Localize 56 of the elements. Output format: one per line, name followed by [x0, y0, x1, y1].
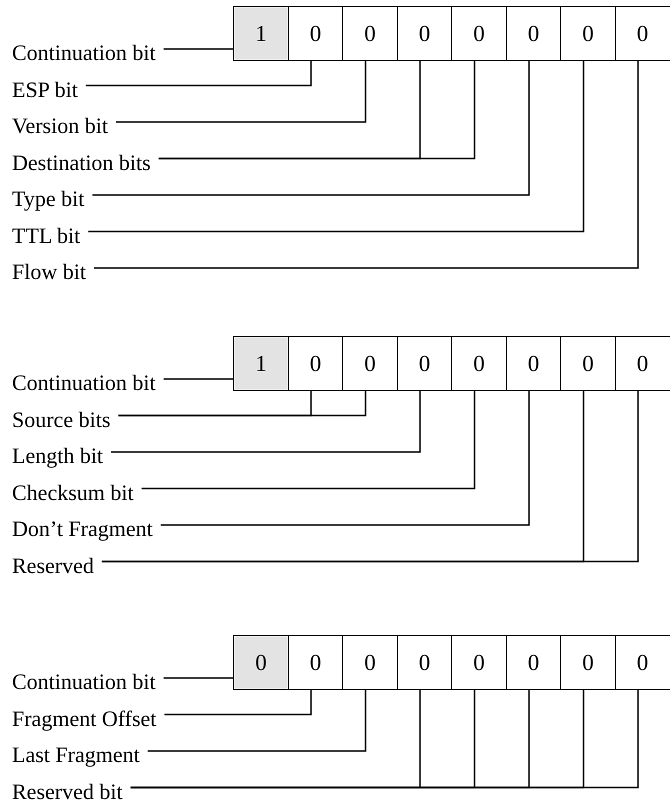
field-label: Reserved: [12, 552, 94, 578]
leader-line: [142, 391, 476, 490]
leader-line: [111, 391, 421, 453]
field-label: Fragment Offset: [12, 706, 156, 732]
bit-cell: 0: [451, 336, 507, 391]
bit-cell: 0: [288, 336, 344, 391]
field-label: Last Fragment: [12, 742, 140, 768]
bit-cell: 0: [396, 635, 452, 690]
field-label: Version bit: [12, 113, 108, 139]
leader-line: [92, 61, 530, 196]
leader-line: [86, 61, 312, 86]
bit-cell: 0: [233, 635, 289, 690]
field-label: Reserved bit: [12, 778, 123, 804]
bit-cell: 0: [560, 336, 616, 391]
leader-line: [94, 61, 639, 269]
bit-cell: 1: [233, 6, 289, 61]
field-label: ESP bit: [12, 76, 78, 102]
bit-cell: 0: [506, 635, 562, 690]
bit-cell: 0: [451, 6, 507, 61]
leader-line: [148, 690, 366, 752]
bit-cell: 0: [506, 336, 562, 391]
leader-line: [164, 677, 233, 679]
field-label: Checksum bit: [12, 480, 134, 506]
bit-cell: 0: [288, 6, 344, 61]
leader-line: [118, 391, 366, 416]
leader-line: [88, 61, 584, 232]
bit-cell: 0: [614, 635, 670, 690]
field-label: Continuation bit: [12, 370, 156, 396]
field-label: Type bit: [12, 186, 84, 212]
bit-cell: 0: [614, 336, 670, 391]
leader-line: [164, 378, 233, 380]
field-label: Don’t Fragment: [12, 516, 153, 542]
bit-cell: 1: [233, 336, 289, 391]
field-label: Continuation bit: [12, 669, 156, 695]
bit-cell: 0: [506, 6, 562, 61]
leader-line: [158, 61, 476, 160]
bit-cell: 0: [288, 635, 344, 690]
bit-cell: 0: [451, 635, 507, 690]
bit-cell: 0: [342, 6, 398, 61]
field-label: TTL bit: [12, 222, 80, 248]
field-label: Source bits: [12, 406, 110, 432]
leader-line: [160, 391, 530, 526]
field-label: Destination bits: [12, 150, 151, 176]
bit-cell: 0: [342, 336, 398, 391]
bit-cell: 0: [342, 635, 398, 690]
bit-cell: 0: [560, 635, 616, 690]
field-label: Flow bit: [12, 259, 86, 285]
bit-cell: 0: [396, 336, 452, 391]
field-label: Continuation bit: [12, 40, 156, 66]
leader-line: [164, 48, 233, 50]
bit-cell: 0: [560, 6, 616, 61]
leader-line: [116, 61, 366, 123]
field-label: Length bit: [12, 443, 104, 469]
bit-cell: 0: [396, 6, 452, 61]
bit-cell: 0: [614, 6, 670, 61]
leader-line: [164, 690, 312, 716]
